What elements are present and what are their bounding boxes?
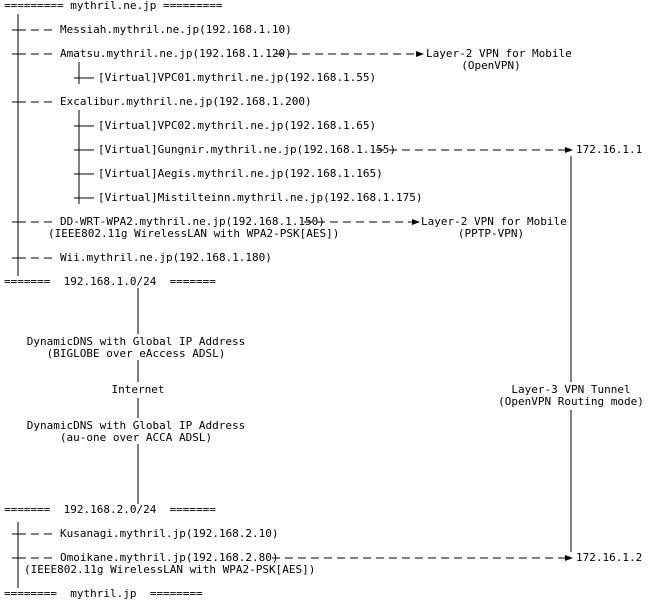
host-excalibur: Excalibur.mythril.ne.jp(192.168.1.200)	[60, 95, 312, 108]
network-a-header: ========= mythril.ne.jp =========	[4, 0, 223, 12]
isp-a: (BIGLOBE over eAccess ADSL)	[46, 347, 226, 360]
arrowhead-openvpn	[416, 51, 424, 57]
host-wii: Wii.mythril.ne.jp(192.168.1.180)	[60, 251, 272, 264]
host-aegis: [Virtual]Aegis.mythril.ne.jp(192.168.1.1…	[98, 167, 383, 180]
host-ddwrt: DD-WRT-WPA2.mythril.ne.jp(192.168.1.150)	[60, 215, 325, 228]
vpn-pptp-sub: (PPTP-VPN)	[457, 227, 525, 240]
arrowhead-pptp	[412, 219, 420, 225]
arrowhead-tunnel-a	[565, 147, 573, 153]
internet-label: Internet	[111, 383, 165, 396]
tunnel-label: Layer-3 VPN Tunnel	[511, 383, 631, 396]
host-amatsu: Amatsu.mythril.ne.jp(192.168.1.120)	[60, 47, 292, 60]
arrowhead-tunnel-b	[565, 555, 573, 561]
host-vpc01: [Virtual]VPC01.mythril.ne.jp(192.168.1.5…	[98, 71, 377, 84]
vpn-openvpn-sub: (OpenVPN)	[461, 59, 521, 72]
tunnel-sub: (OpenVPN Routing mode)	[498, 395, 644, 408]
host-gungnir: [Virtual]Gungnir.mythril.ne.jp(192.168.1…	[98, 143, 397, 156]
isp-b: (au-one over ACCA ADSL)	[59, 431, 213, 444]
network-b-header: ======= 192.168.2.0/24 =======	[4, 503, 216, 516]
ddns-b: DynamicDNS with Global IP Address	[26, 419, 246, 432]
host-ddwrt-note: (IEEE802.11g WirelessLAN with WPA2-PSK[A…	[48, 227, 340, 240]
host-omoikane: Omoikane.mythril.jp(192.168.2.80)	[60, 551, 279, 564]
tunnel-end-b: 172.16.1.2	[576, 551, 643, 564]
vpn-pptp-label: Layer-2 VPN for Mobile	[421, 215, 567, 228]
host-vpc02: [Virtual]VPC02.mythril.ne.jp(192.168.1.6…	[98, 119, 377, 132]
host-omoikane-note: (IEEE802.11g WirelessLAN with WPA2-PSK[A…	[24, 563, 316, 576]
ddns-a: DynamicDNS with Global IP Address	[26, 335, 246, 348]
network-b-footer: ======== mythril.jp ========	[4, 587, 203, 600]
network-a-footer: ======= 192.168.1.0/24 =======	[4, 275, 216, 288]
host-kusanagi: Kusanagi.mythril.jp(192.168.2.10)	[60, 527, 279, 540]
host-mistilteinn: [Virtual]Mistilteinn.mythril.ne.jp(192.1…	[98, 191, 423, 204]
host-messiah: Messiah.mythril.ne.jp(192.168.1.10)	[60, 23, 292, 36]
vpn-openvpn-label: Layer-2 VPN for Mobile	[426, 47, 572, 60]
tunnel-end-a: 172.16.1.1	[576, 143, 643, 156]
